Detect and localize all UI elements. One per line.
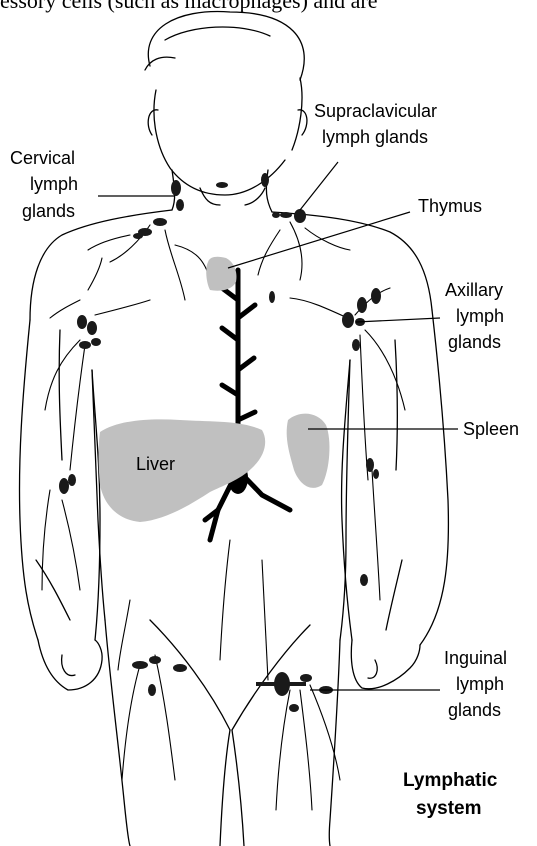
axillary-node-right [342, 312, 354, 328]
supraclavicular-node [280, 212, 292, 218]
inguinal-label-line2: lymph [456, 674, 504, 694]
forearm-node-right [360, 574, 368, 586]
liver-label: Liver [136, 454, 175, 474]
liver-organ [99, 419, 266, 522]
axillary-node-left [79, 341, 91, 349]
caption-line1: Lymphatic [403, 770, 498, 791]
cervical-node [133, 233, 143, 239]
thymus-organ [206, 257, 236, 291]
lymph-vessels [42, 222, 405, 810]
inguinal-label-line1: Inguinal [444, 648, 507, 668]
elbow-node-left [68, 474, 76, 486]
neck-node [216, 182, 228, 188]
cervical-node [171, 180, 181, 196]
thymus-leader [228, 212, 410, 268]
cervical-node [153, 218, 167, 226]
supraclavicular-node [294, 209, 306, 223]
elbow-node-left [59, 478, 69, 494]
axillary-node-left [91, 338, 101, 346]
labels: Cervical lymph glands Supraclavicular ly… [10, 101, 519, 819]
organs [99, 257, 330, 522]
axillary-label-line1: Axillary [445, 280, 503, 300]
neck-node [261, 173, 269, 187]
axillary-node-right [371, 288, 381, 304]
inguinal-label-line3: glands [448, 700, 501, 720]
axillary-leader [356, 318, 440, 322]
cervical-label-line1: Cervical [10, 148, 75, 168]
axillary-node-right [357, 297, 367, 313]
inguinal-node-left [173, 664, 187, 672]
supraclavicular-label-line2: lymph glands [322, 127, 428, 147]
cervical-label-line2: lymph [30, 174, 78, 194]
supraclavicular-label-line1: Supraclavicular [314, 101, 437, 121]
axillary-node-right [352, 339, 360, 351]
inguinal-node-left [148, 684, 156, 696]
cervical-node [176, 199, 184, 211]
inguinal-node-right [300, 674, 312, 682]
elbow-node-right [366, 458, 374, 472]
thymus-label: Thymus [418, 196, 482, 216]
inguinal-node-left [149, 656, 161, 664]
inguinal-node-left [132, 661, 148, 669]
inguinal-node-right [289, 704, 299, 712]
caption-line2: system [416, 798, 482, 819]
cervical-label-line3: glands [22, 201, 75, 221]
thoracic-duct [205, 270, 290, 540]
axillary-label-line2: lymph [456, 306, 504, 326]
spleen-organ [287, 414, 330, 488]
axillary-node-left [87, 321, 97, 335]
spleen-label: Spleen [463, 419, 519, 439]
supraclavicular-node [272, 212, 280, 218]
inguinal-node-right [256, 682, 306, 686]
chest-node [269, 291, 275, 303]
axillary-node-left [77, 315, 87, 329]
supraclavicular-leader [300, 162, 338, 210]
elbow-node-right [373, 469, 379, 479]
axillary-label-line3: glands [448, 332, 501, 352]
